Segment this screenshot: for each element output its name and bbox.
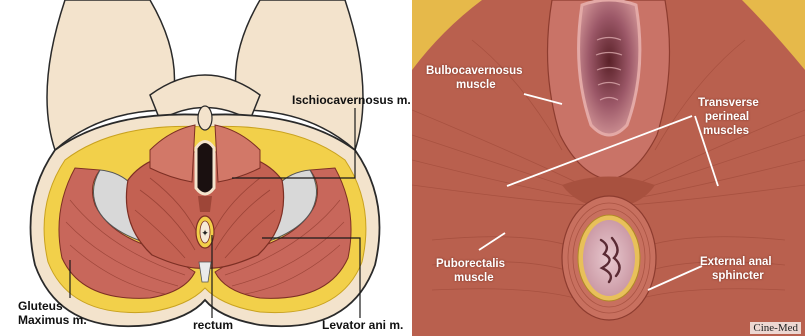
anal-marker: ✦ bbox=[201, 228, 209, 238]
label-sphincter-line1: External anal bbox=[700, 255, 772, 269]
right-illustration-panel: Bulbocavernosus muscle Transverse perine… bbox=[412, 0, 805, 336]
pelvic-floor-illustration: ✦ bbox=[0, 0, 412, 336]
label-gluteus-line2: Maximus m. bbox=[18, 314, 87, 327]
label-transverse-line3: muscles bbox=[703, 124, 749, 138]
label-ischiocavernosus: Ischiocavernosus m. bbox=[292, 94, 411, 107]
label-gluteus-line1: Gluteus bbox=[18, 300, 63, 313]
vaginal-opening bbox=[196, 142, 214, 195]
perineal-body bbox=[198, 196, 212, 212]
perineal-muscles-illustration bbox=[412, 0, 805, 336]
label-sphincter-line2: sphincter bbox=[712, 269, 764, 283]
label-puborectalis-line1: Puborectalis bbox=[436, 257, 505, 271]
left-illustration-panel: ✦ Ischiocavernosus m. Gluteus Maximus m.… bbox=[0, 0, 412, 336]
label-bulbocavernosus-line2: muscle bbox=[456, 78, 496, 92]
label-rectum: rectum bbox=[193, 319, 233, 332]
label-puborectalis-line2: muscle bbox=[454, 271, 494, 285]
label-transverse-line1: Transverse bbox=[698, 96, 759, 110]
label-levator-ani: Levator ani m. bbox=[322, 319, 403, 332]
label-transverse-line2: perineal bbox=[705, 110, 749, 124]
watermark: Cine-Med bbox=[750, 322, 801, 334]
label-bulbocavernosus-line1: Bulbocavernosus bbox=[426, 64, 523, 78]
clitoris bbox=[198, 106, 212, 130]
